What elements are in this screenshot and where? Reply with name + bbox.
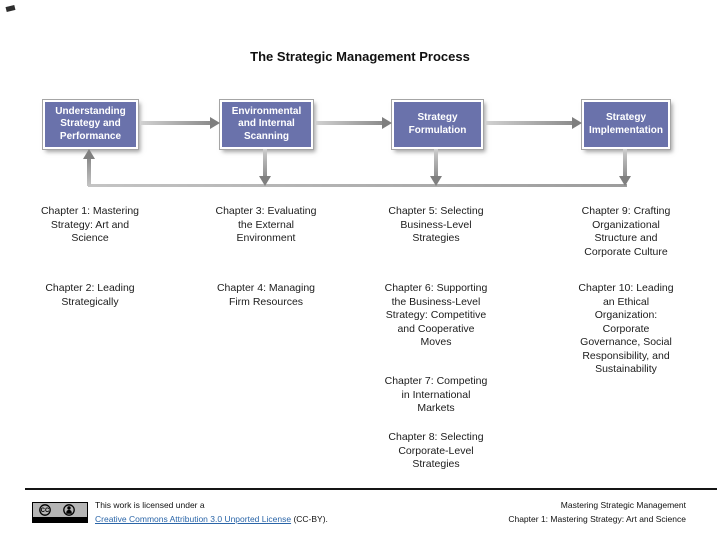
chapter-1-item: Chapter 1: Mastering Strategy: Art and S… xyxy=(40,205,140,244)
formulation-down-arrow-shaft xyxy=(434,149,438,177)
chapter-2-item: Chapter 2: Leading Strategically xyxy=(45,282,135,308)
license-text: This work is licensed under a Creative C… xyxy=(95,499,328,526)
arrow-step3-to-step4-head-icon xyxy=(572,117,582,129)
formulation-down-arrow-head-icon xyxy=(430,176,442,186)
book-reference: Mastering Strategic Management Chapter 1… xyxy=(508,499,686,526)
chapter-10-item: Chapter 10: Leading an Ethical Organizat… xyxy=(578,282,674,375)
license-suffix: (CC-BY). xyxy=(291,513,328,524)
footer-divider xyxy=(25,488,717,490)
implementation-down-arrow-shaft xyxy=(623,149,627,177)
license-prefix: This work is licensed under a xyxy=(95,500,205,510)
scanning-down-arrow-shaft xyxy=(263,149,267,177)
arrow-step2-to-step3-head-icon xyxy=(382,117,392,129)
chapter-8-item: Chapter 8: Selecting Corporate-Level Str… xyxy=(388,431,484,470)
feedback-up-arrow-head-icon xyxy=(83,149,95,159)
svg-text:CC: CC xyxy=(41,508,50,514)
diagram-title: The Strategic Management Process xyxy=(250,49,470,64)
chapter-3-item: Chapter 3: Evaluating the External Envir… xyxy=(215,205,317,244)
cc-by-license-badge[interactable]: CC xyxy=(32,502,88,528)
process-box-environmental-scanning: Environmental and Internal Scanning xyxy=(219,99,314,150)
implementation-down-arrow-head-icon xyxy=(619,176,631,186)
cc-badge-graphic: CC xyxy=(32,502,88,523)
chapter-7-item: Chapter 7: Competing in International Ma… xyxy=(384,375,488,414)
process-box-understanding-strategy: Understanding Strategy and Performance xyxy=(42,99,139,150)
chapter-6-item: Chapter 6: Supporting the Business-Level… xyxy=(384,282,488,348)
process-box-strategy-formulation: Strategy Formulation xyxy=(391,99,484,150)
cc-logo-icon: CC xyxy=(39,504,51,516)
process-box-strategy-implementation: Strategy Implementation xyxy=(581,99,671,150)
attribution-person-icon xyxy=(63,504,75,516)
chapter-5-item: Chapter 5: Selecting Business-Level Stra… xyxy=(388,205,484,244)
arrow-step2-to-step3-shaft xyxy=(315,121,382,125)
corner-mark xyxy=(5,4,16,13)
arrow-step3-to-step4-shaft xyxy=(485,121,572,125)
chapter-4-item: Chapter 4: Managing Firm Resources xyxy=(216,282,316,308)
scanning-down-arrow-head-icon xyxy=(259,176,271,186)
book-title: Mastering Strategic Management xyxy=(560,500,686,510)
arrow-step1-to-step2-shaft xyxy=(140,121,210,125)
chapter-9-item: Chapter 9: Crafting Organizational Struc… xyxy=(581,205,671,258)
arrow-step1-to-step2-head-icon xyxy=(210,117,220,129)
feedback-up-arrow-shaft xyxy=(87,158,91,186)
feedback-loop-line xyxy=(88,184,627,187)
license-link[interactable]: Creative Commons Attribution 3.0 Unporte… xyxy=(95,513,292,524)
chapter-reference: Chapter 1: Mastering Strategy: Art and S… xyxy=(508,513,686,524)
